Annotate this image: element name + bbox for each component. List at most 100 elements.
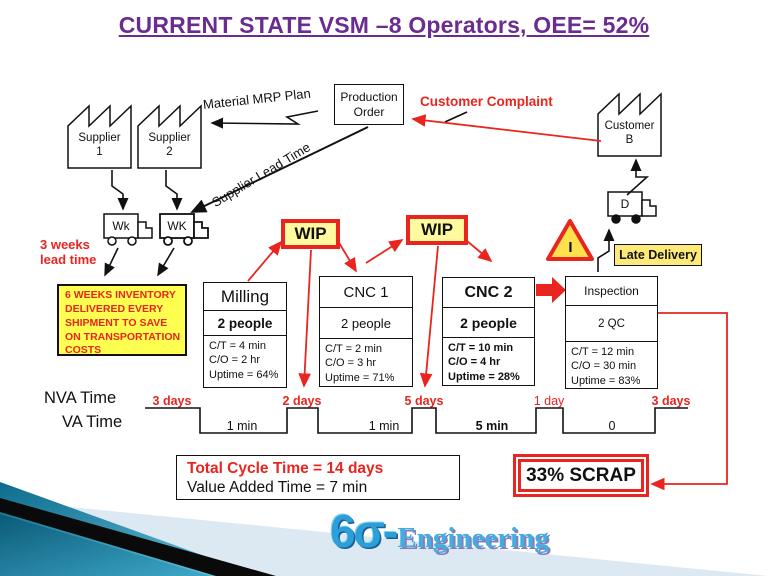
process-uptime: Uptime = 64% — [209, 369, 279, 382]
supplier-1-number: 1 — [96, 146, 103, 159]
truck-3-label: D — [620, 197, 630, 211]
process-name: CNC 2 — [442, 276, 535, 309]
supplier-1-name: Supplier — [78, 132, 121, 144]
inventory-note-box: 6 WEEKS INVENTORY DELIVERED EVERY SHIPME… — [57, 284, 187, 356]
logo-sigma-text: 6σ- — [330, 505, 398, 557]
wip2-to-cnc2-arrow — [466, 240, 493, 263]
truck2-to-inventory-arrow — [157, 247, 175, 277]
timeline-nva-value: 1 day — [533, 394, 565, 408]
decor-teal-triangle-lower — [0, 514, 210, 576]
inventory-warning-triangle-icon — [546, 219, 594, 261]
total-cycle-time: Total Cycle Time = 14 days — [187, 460, 384, 477]
supplier-2-label: Supplier 2 — [139, 131, 200, 160]
inventory-note-line: 6 WEEKS INVENTORY — [65, 289, 176, 301]
process-ct: C/T = 12 min — [571, 345, 635, 358]
process-box-inspection: Inspection 2 QC C/T = 12 min C/O = 30 mi… — [565, 275, 658, 389]
cnc1-to-wip2-arrow — [365, 239, 404, 264]
process-name: Milling — [203, 281, 287, 312]
process-uptime: Uptime = 83% — [571, 375, 641, 388]
value-added-time: Value Added Time = 7 min — [187, 478, 368, 496]
six-sigma-logo: 6σ- Engineering — [330, 508, 549, 555]
process-data: C/T = 4 min C/O = 2 hr Uptime = 64% — [203, 334, 287, 388]
va-time-label: VA Time — [62, 413, 123, 431]
process-ct: C/T = 4 min — [209, 339, 266, 352]
supplier-2-name: Supplier — [148, 132, 191, 144]
process-box-milling: Milling 2 people C/T = 4 min C/O = 2 hr … — [203, 281, 287, 388]
production-order-line1: Production — [340, 89, 398, 104]
process-staff: 2 people — [442, 307, 535, 338]
supplier-lead-time-line — [190, 126, 369, 213]
customer-name: Customer — [604, 120, 655, 132]
process-name: Inspection — [565, 275, 658, 307]
inventory-note-line: ON TRANSPORTATION — [65, 330, 181, 343]
inventory-note-line: SHIPMENT TO SAVE — [65, 316, 168, 329]
scrap-loop-arrow — [650, 312, 728, 491]
cnc2-to-inspection-push-arrow — [536, 277, 566, 303]
process-box-cnc2: CNC 2 2 people C/T = 10 min C/O = 4 hr U… — [442, 276, 535, 386]
supplier-2-factory-icon — [137, 104, 202, 169]
timeline-nva-value: 5 days — [404, 394, 444, 408]
process-ct: C/T = 10 min — [448, 341, 514, 354]
truck-1-icon — [103, 213, 153, 246]
production-order-box: Production Order — [334, 84, 404, 125]
wip-1-badge: WIP — [281, 219, 340, 249]
logo-engineering-text: Engineering — [397, 522, 549, 554]
supplier1-shipment-arrow — [111, 170, 129, 211]
production-order-line2: Order — [353, 104, 385, 119]
inventory-flag-label: I — [568, 238, 573, 256]
timeline-va-value: 1 min — [368, 419, 400, 433]
customer-letter: B — [625, 134, 634, 147]
lead-time-line2: lead time — [40, 251, 97, 267]
process-staff: 2 people — [319, 307, 413, 339]
truck1-to-inventory-arrow — [104, 247, 119, 277]
scrap-badge: 33% SCRAP — [513, 454, 649, 497]
timeline-nva-value: 2 days — [282, 394, 322, 408]
process-staff: 2 people — [203, 310, 287, 336]
customer-complaint-arrow — [411, 114, 602, 142]
timeline-nva-value: 3 days — [651, 394, 691, 408]
lead-time-line1: 3 weeks — [40, 237, 90, 252]
milling-to-wip1-arrow — [247, 240, 283, 282]
cycle-time-summary-box: Total Cycle Time = 14 days Value Added T… — [176, 455, 460, 500]
process-box-cnc1: CNC 1 2 people C/T = 2 min C/O = 3 hr Up… — [319, 275, 413, 387]
process-data: C/T = 12 min C/O = 30 min Uptime = 83% — [565, 340, 658, 389]
customer-complaint-label: Customer Complaint — [420, 94, 553, 109]
complaint-zigzag-mark — [444, 111, 468, 123]
process-co: C/O = 3 hr — [325, 357, 377, 370]
decor-black-stripe — [0, 498, 276, 576]
wip2-to-timeline-arrow — [419, 245, 439, 388]
supplier-2-number: 2 — [166, 146, 173, 159]
delivery-to-customer-arrow — [626, 158, 650, 196]
process-uptime: Uptime = 28% — [448, 371, 520, 384]
customer-factory-icon — [597, 92, 662, 157]
truck-3-icon — [607, 191, 657, 224]
wip1-to-timeline-arrow — [298, 249, 312, 388]
process-name: CNC 1 — [319, 275, 413, 309]
customer-label: Customer B — [599, 119, 660, 148]
process-co: C/O = 2 hr — [209, 354, 261, 367]
inventory-note-line: DELIVERED EVERY — [65, 302, 164, 315]
supplier-1-label: Supplier 1 — [69, 131, 130, 160]
mrp-plan-arrow — [210, 110, 319, 129]
lead-time-note: 3 weeks lead time — [40, 237, 120, 268]
truck-1-label: Wk — [112, 219, 130, 233]
process-ct: C/T = 2 min — [325, 342, 382, 355]
decor-lightblue-triangle — [40, 504, 768, 576]
inventory-note-line: COSTS — [65, 344, 102, 357]
process-co: C/O = 30 min — [571, 360, 637, 373]
timeline-nva-value: 3 days — [152, 394, 192, 408]
inspection-to-delivery-arrow — [597, 228, 615, 272]
process-data: C/T = 2 min C/O = 3 hr Uptime = 71% — [319, 337, 413, 387]
process-co: C/O = 4 hr — [448, 356, 501, 369]
process-uptime: Uptime = 71% — [325, 372, 395, 385]
late-delivery-badge: Late Delivery — [614, 244, 702, 266]
timeline-va-value: 5 min — [475, 419, 509, 433]
timeline-va-value: 0 — [608, 419, 616, 433]
truck-2-icon — [159, 213, 209, 246]
supplier2-shipment-arrow — [165, 170, 183, 211]
nva-time-label: NVA Time — [44, 389, 117, 407]
truck-2-label: WK — [167, 219, 187, 233]
supplier-1-factory-icon — [67, 104, 132, 169]
